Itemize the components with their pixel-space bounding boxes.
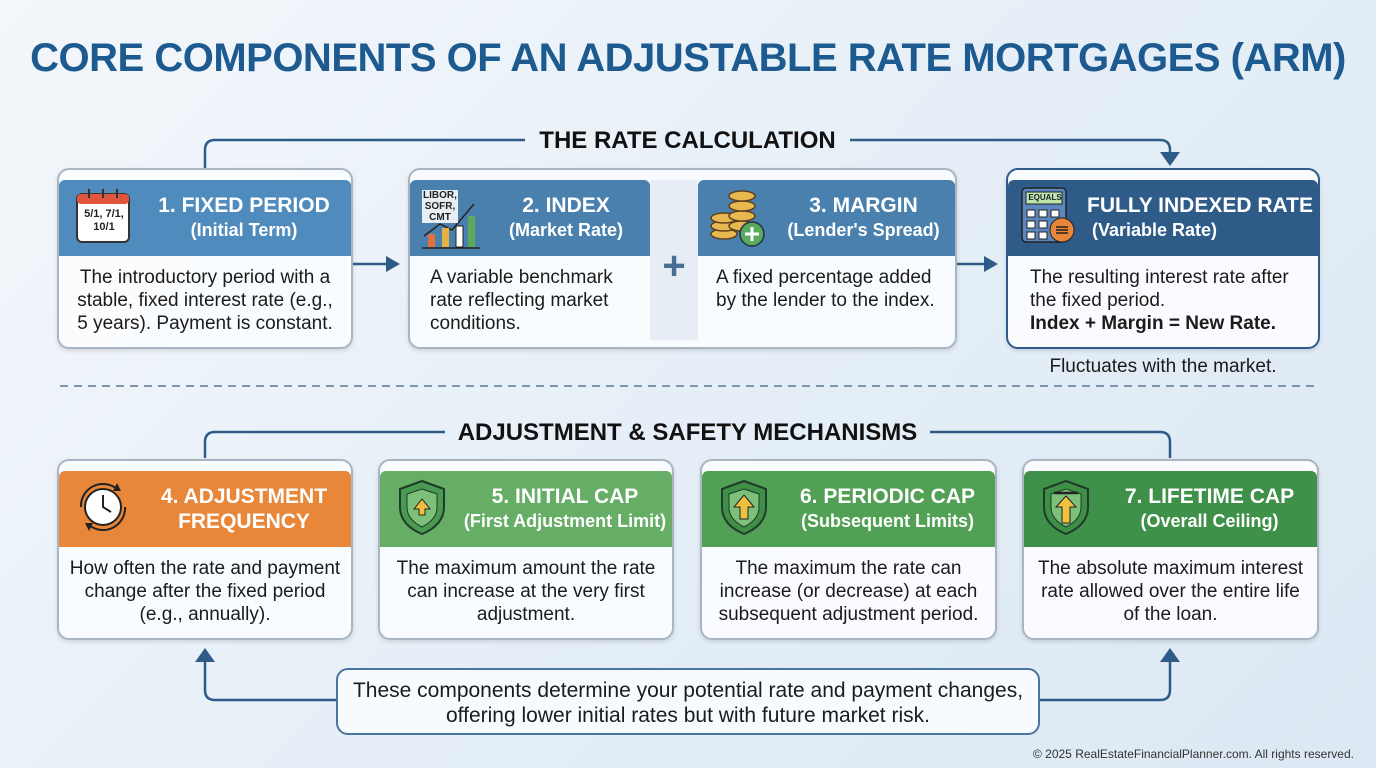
card-fully-indexed-rate: EQUALS FULLY INDEXED RATE (Variable Rate)… — [1006, 168, 1320, 349]
card-subtitle: (Lender's Spread) — [787, 220, 940, 240]
coins-plus-icon — [708, 186, 772, 250]
page-title: CORE COMPONENTS OF AN ADJUSTABLE RATE MO… — [30, 36, 1346, 80]
section-title-adjustment: ADJUSTMENT & SAFETY MECHANISMS — [457, 419, 918, 446]
card-title: 4. ADJUSTMENT FREQUENCY — [160, 485, 328, 533]
card-subtitle: (Initial Term) — [190, 220, 298, 240]
card-body: How often the rate and payment change af… — [69, 558, 341, 625]
card-body: The resulting interest rate after the fi… — [1030, 267, 1289, 311]
card-title: FULLY INDEXED RATE — [1087, 194, 1313, 217]
card-lifetime-cap: 7. LIFETIME CAP (Overall Ceiling) The abs… — [1022, 459, 1319, 640]
card-subtitle: (Variable Rate) — [1092, 220, 1218, 240]
copyright: © 2025 RealEstateFinancialPlanner.com. A… — [1032, 747, 1354, 761]
plus-sign: + — [650, 180, 698, 340]
card-title: 7. LIFETIME CAP — [1124, 485, 1295, 508]
formula-text: Index + Margin = New Rate. — [1030, 313, 1277, 334]
calendar-icon: 5/1, 7/1, 10/1 — [73, 186, 137, 250]
card-title: 5. INITIAL CAP — [491, 485, 639, 508]
calculator-icon: EQUALS — [1018, 186, 1082, 250]
chart-icon: LIBOR, SOFR, CMT — [418, 186, 482, 250]
shield-arrow-icon — [716, 477, 780, 541]
chart-icon-text: LIBOR, SOFR, CMT — [422, 190, 458, 223]
card-subtitle: (First Adjustment Limit) — [463, 511, 667, 531]
card-title: 1. FIXED PERIOD — [158, 194, 330, 217]
calendar-icon-text: 5/1, 7/1, 10/1 — [84, 208, 124, 233]
fluctuates-caption: Fluctuates with the market. — [1049, 356, 1277, 377]
calculator-icon-text: EQUALS — [1028, 193, 1062, 202]
card-title: 2. INDEX — [522, 194, 610, 217]
card-body: The maximum amount the rate can increase… — [396, 558, 656, 625]
card-adjustment-frequency: 4. ADJUSTMENT FREQUENCY How often the ra… — [57, 459, 353, 640]
shield-arrow-icon — [394, 477, 458, 541]
card-initial-cap: 5. INITIAL CAP (First Adjustment Limit) T… — [378, 459, 674, 640]
section-title-rate-calculation: THE RATE CALCULATION — [539, 127, 836, 154]
card-body: A fixed percentage added by the lender t… — [716, 267, 935, 311]
card-subtitle: (Overall Ceiling) — [1140, 511, 1279, 531]
card-title: 3. MARGIN — [809, 194, 918, 217]
card-body: A variable benchmark rate reflecting mar… — [430, 267, 613, 334]
summary-note: These components determine your potentia… — [336, 668, 1040, 735]
card-body: The absolute maximum interest rate allow… — [1037, 558, 1304, 625]
card-index-margin-group: LIBOR, SOFR, CMT 2. INDEX (Market Rate) A… — [408, 168, 957, 349]
card-subtitle: (Market Rate) — [508, 220, 624, 240]
shield-ceiling-icon — [1038, 477, 1102, 541]
card-body: The introductory period with a stable, f… — [77, 267, 333, 334]
clock-cycle-icon — [73, 477, 137, 541]
card-periodic-cap: 6. PERIODIC CAP (Subsequent Limits) The m… — [700, 459, 997, 640]
card-body-wrapper: The resulting interest rate after the fi… — [1030, 266, 1310, 335]
card-subtitle: (Subsequent Limits) — [800, 511, 974, 531]
card-fixed-period: 5/1, 7/1, 10/1 1. FIXED PERIOD (Initial T… — [57, 168, 353, 349]
card-body: The maximum the rate can increase (or de… — [718, 558, 979, 625]
card-title: 6. PERIODIC CAP — [799, 485, 976, 508]
